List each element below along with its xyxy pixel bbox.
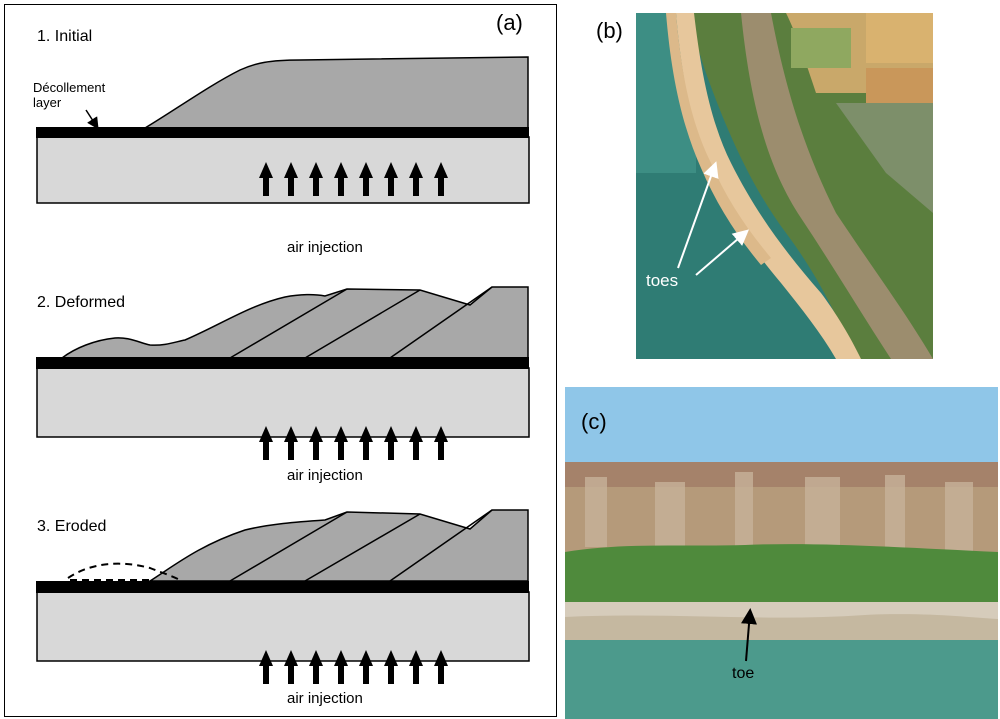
air-injection-arrow-icon	[359, 162, 373, 196]
stage3-sand-wedge	[147, 509, 529, 582]
air-injection-arrow-icon	[359, 650, 373, 684]
toes-arrows	[677, 161, 750, 276]
stage3-title: 3. Eroded	[37, 518, 107, 535]
air-injection-arrow-icon	[259, 426, 273, 460]
stage2-title: 2. Deformed	[37, 294, 126, 311]
air-injection-arrow-icon	[409, 426, 423, 460]
stage1-air-label: air injection	[287, 239, 363, 256]
panel-c-cliff-photo: (c) toe	[565, 387, 998, 719]
decollement-label: Décollement layer	[33, 80, 105, 110]
stage1-sand-wedge	[142, 56, 529, 129]
stage1-title: 1. Initial	[37, 28, 93, 45]
air-injection-arrow-icon	[284, 650, 298, 684]
stage2-air-arrows	[259, 426, 448, 460]
panel-c-label: (c)	[581, 409, 607, 434]
stage-initial	[36, 56, 530, 204]
air-injection-arrow-icon	[384, 426, 398, 460]
toe-label: toe	[732, 665, 755, 682]
stage1-air-arrows	[259, 162, 448, 196]
air-injection-arrow-icon	[284, 162, 298, 196]
air-injection-arrow-icon	[259, 162, 273, 196]
air-injection-arrow-icon	[434, 162, 448, 196]
panel-a-label: (a)	[496, 10, 523, 35]
stage3-decollement-layer	[36, 581, 529, 593]
eroded-outline-dashed	[67, 562, 181, 581]
stage-deformed	[36, 286, 530, 460]
air-injection-arrow-icon	[334, 650, 348, 684]
decollement-label-line2: layer	[33, 95, 62, 110]
stage2-basement	[36, 367, 530, 438]
stage2-air-label: air injection	[287, 467, 363, 484]
stage-eroded	[36, 509, 530, 684]
stage2-decollement-layer	[36, 357, 529, 369]
stage1-decollement-layer	[36, 127, 529, 138]
air-injection-arrow-icon	[309, 650, 323, 684]
panel-b-label: (b)	[596, 18, 623, 43]
stage3-thrust-faults	[229, 509, 493, 582]
stage3-air-label: air injection	[287, 690, 363, 707]
decollement-pointer-arrow	[85, 109, 99, 130]
air-injection-arrow-icon	[334, 426, 348, 460]
air-injection-arrow-icon	[384, 162, 398, 196]
panel-b-aerial-photo: toes	[636, 13, 933, 359]
air-injection-arrow-icon	[359, 426, 373, 460]
cliff-photo-illustration	[565, 387, 998, 719]
air-injection-arrow-icon	[284, 426, 298, 460]
air-injection-arrow-icon	[334, 162, 348, 196]
air-injection-arrow-icon	[409, 650, 423, 684]
stage2-thrust-faults	[229, 286, 493, 359]
air-injection-arrow-icon	[434, 650, 448, 684]
aerial-photo-illustration	[636, 13, 933, 359]
air-injection-arrow-icon	[409, 162, 423, 196]
stage1-basement	[36, 136, 530, 204]
stage2-sand-wedge	[59, 286, 529, 359]
decollement-label-line1: Décollement	[33, 80, 106, 95]
air-injection-arrow-icon	[384, 650, 398, 684]
air-injection-arrow-icon	[309, 426, 323, 460]
air-injection-arrow-icon	[259, 650, 273, 684]
toes-label: toes	[646, 271, 679, 290]
air-injection-arrow-icon	[309, 162, 323, 196]
stage3-basement	[36, 591, 530, 662]
air-injection-arrow-icon	[434, 426, 448, 460]
stage3-air-arrows	[259, 650, 448, 684]
